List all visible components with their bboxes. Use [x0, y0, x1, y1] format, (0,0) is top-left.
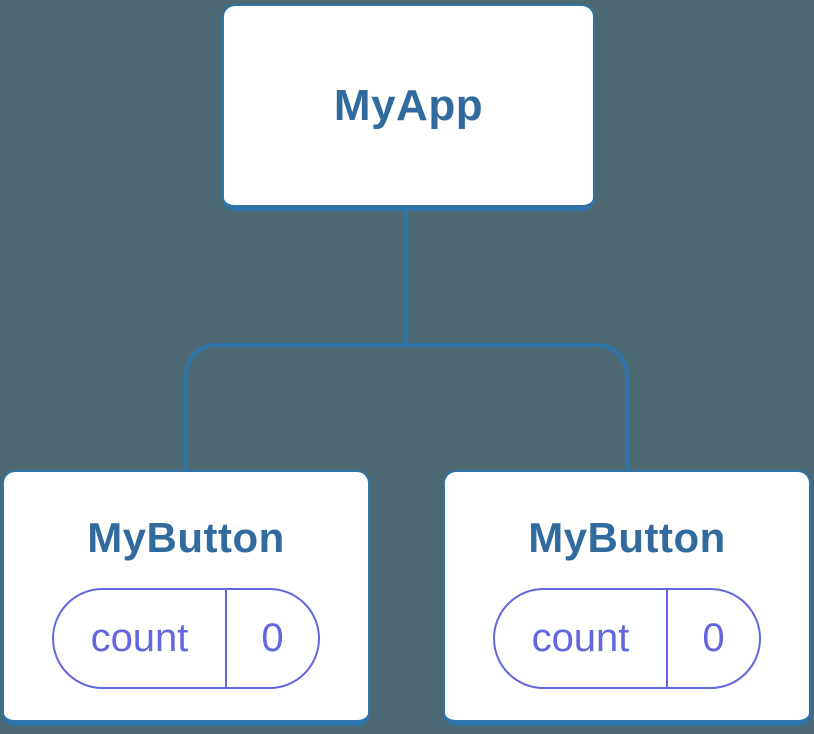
tree-node-mybutton-1: MyButton count 0 — [2, 470, 370, 726]
state-key-1: count — [54, 590, 227, 687]
node-label-mybutton-2: MyButton — [528, 514, 726, 561]
connector-stem — [403, 209, 408, 347]
connector-bracket — [184, 343, 629, 470]
tree-node-mybutton-2: MyButton count 0 — [443, 470, 811, 726]
node-label-mybutton-1: MyButton — [87, 514, 285, 561]
tree-node-myapp: MyApp — [222, 4, 595, 211]
state-pill-2: count 0 — [493, 588, 761, 689]
state-value-1: 0 — [261, 616, 284, 660]
state-value-2: 0 — [702, 616, 725, 660]
state-pill-1: count 0 — [52, 588, 320, 689]
state-key-2: count — [495, 590, 668, 687]
node-label-myapp: MyApp — [333, 80, 484, 130]
